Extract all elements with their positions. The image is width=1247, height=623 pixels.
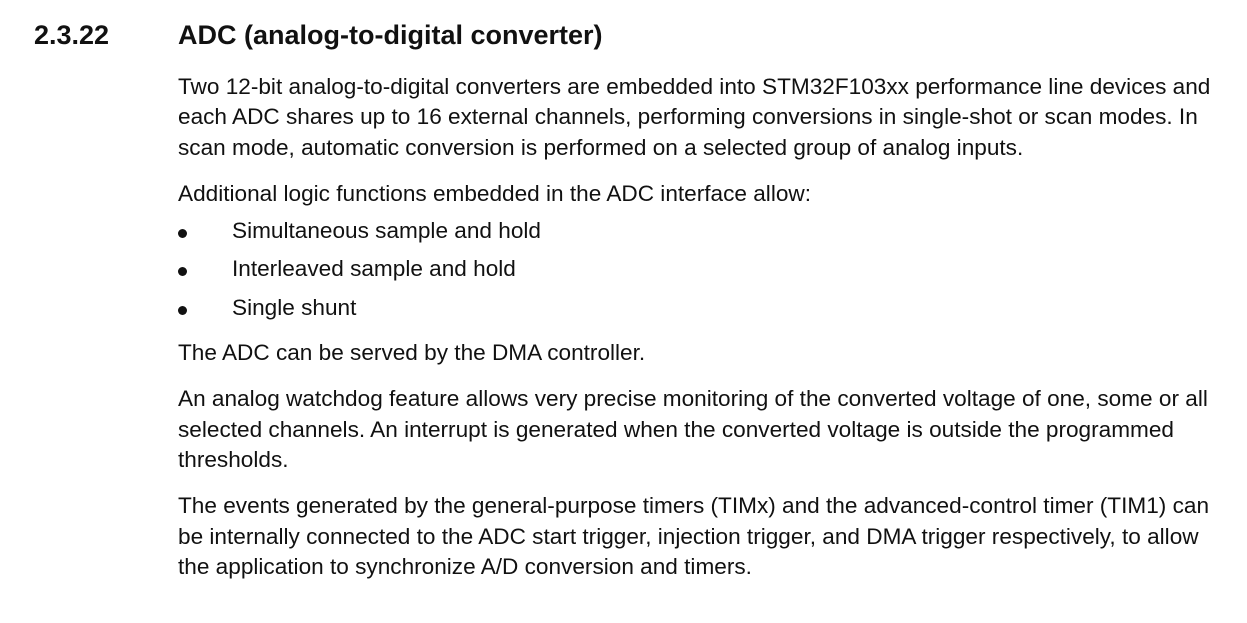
feature-list: Simultaneous sample and hold Interleaved… bbox=[178, 216, 1228, 323]
section-body: Two 12-bit analog-to-digital converters … bbox=[178, 72, 1228, 582]
paragraph-intro: Two 12-bit analog-to-digital converters … bbox=[178, 74, 1211, 160]
list-item-text: Single shunt bbox=[232, 294, 357, 320]
list-item: Interleaved sample and hold bbox=[178, 254, 1228, 284]
list-item-text: Simultaneous sample and hold bbox=[232, 218, 541, 244]
paragraph-watchdog: An analog watchdog feature allows very p… bbox=[178, 386, 1208, 472]
list-item: Single shunt bbox=[178, 293, 1228, 323]
paragraph-logic-intro: Additional logic functions embedded in t… bbox=[178, 180, 811, 206]
list-item: Simultaneous sample and hold bbox=[178, 216, 1228, 246]
bullet-icon bbox=[178, 305, 187, 315]
paragraph-dma: The ADC can be served by the DMA control… bbox=[178, 340, 646, 366]
bullet-icon bbox=[178, 267, 187, 277]
bullet-icon bbox=[178, 229, 187, 239]
section-number: 2.3.22 bbox=[34, 20, 110, 50]
section-title: ADC (analog-to-digital converter) bbox=[178, 20, 603, 50]
paragraph-timers: The events generated by the general-purp… bbox=[178, 493, 1210, 579]
list-item-text: Interleaved sample and hold bbox=[232, 256, 516, 282]
